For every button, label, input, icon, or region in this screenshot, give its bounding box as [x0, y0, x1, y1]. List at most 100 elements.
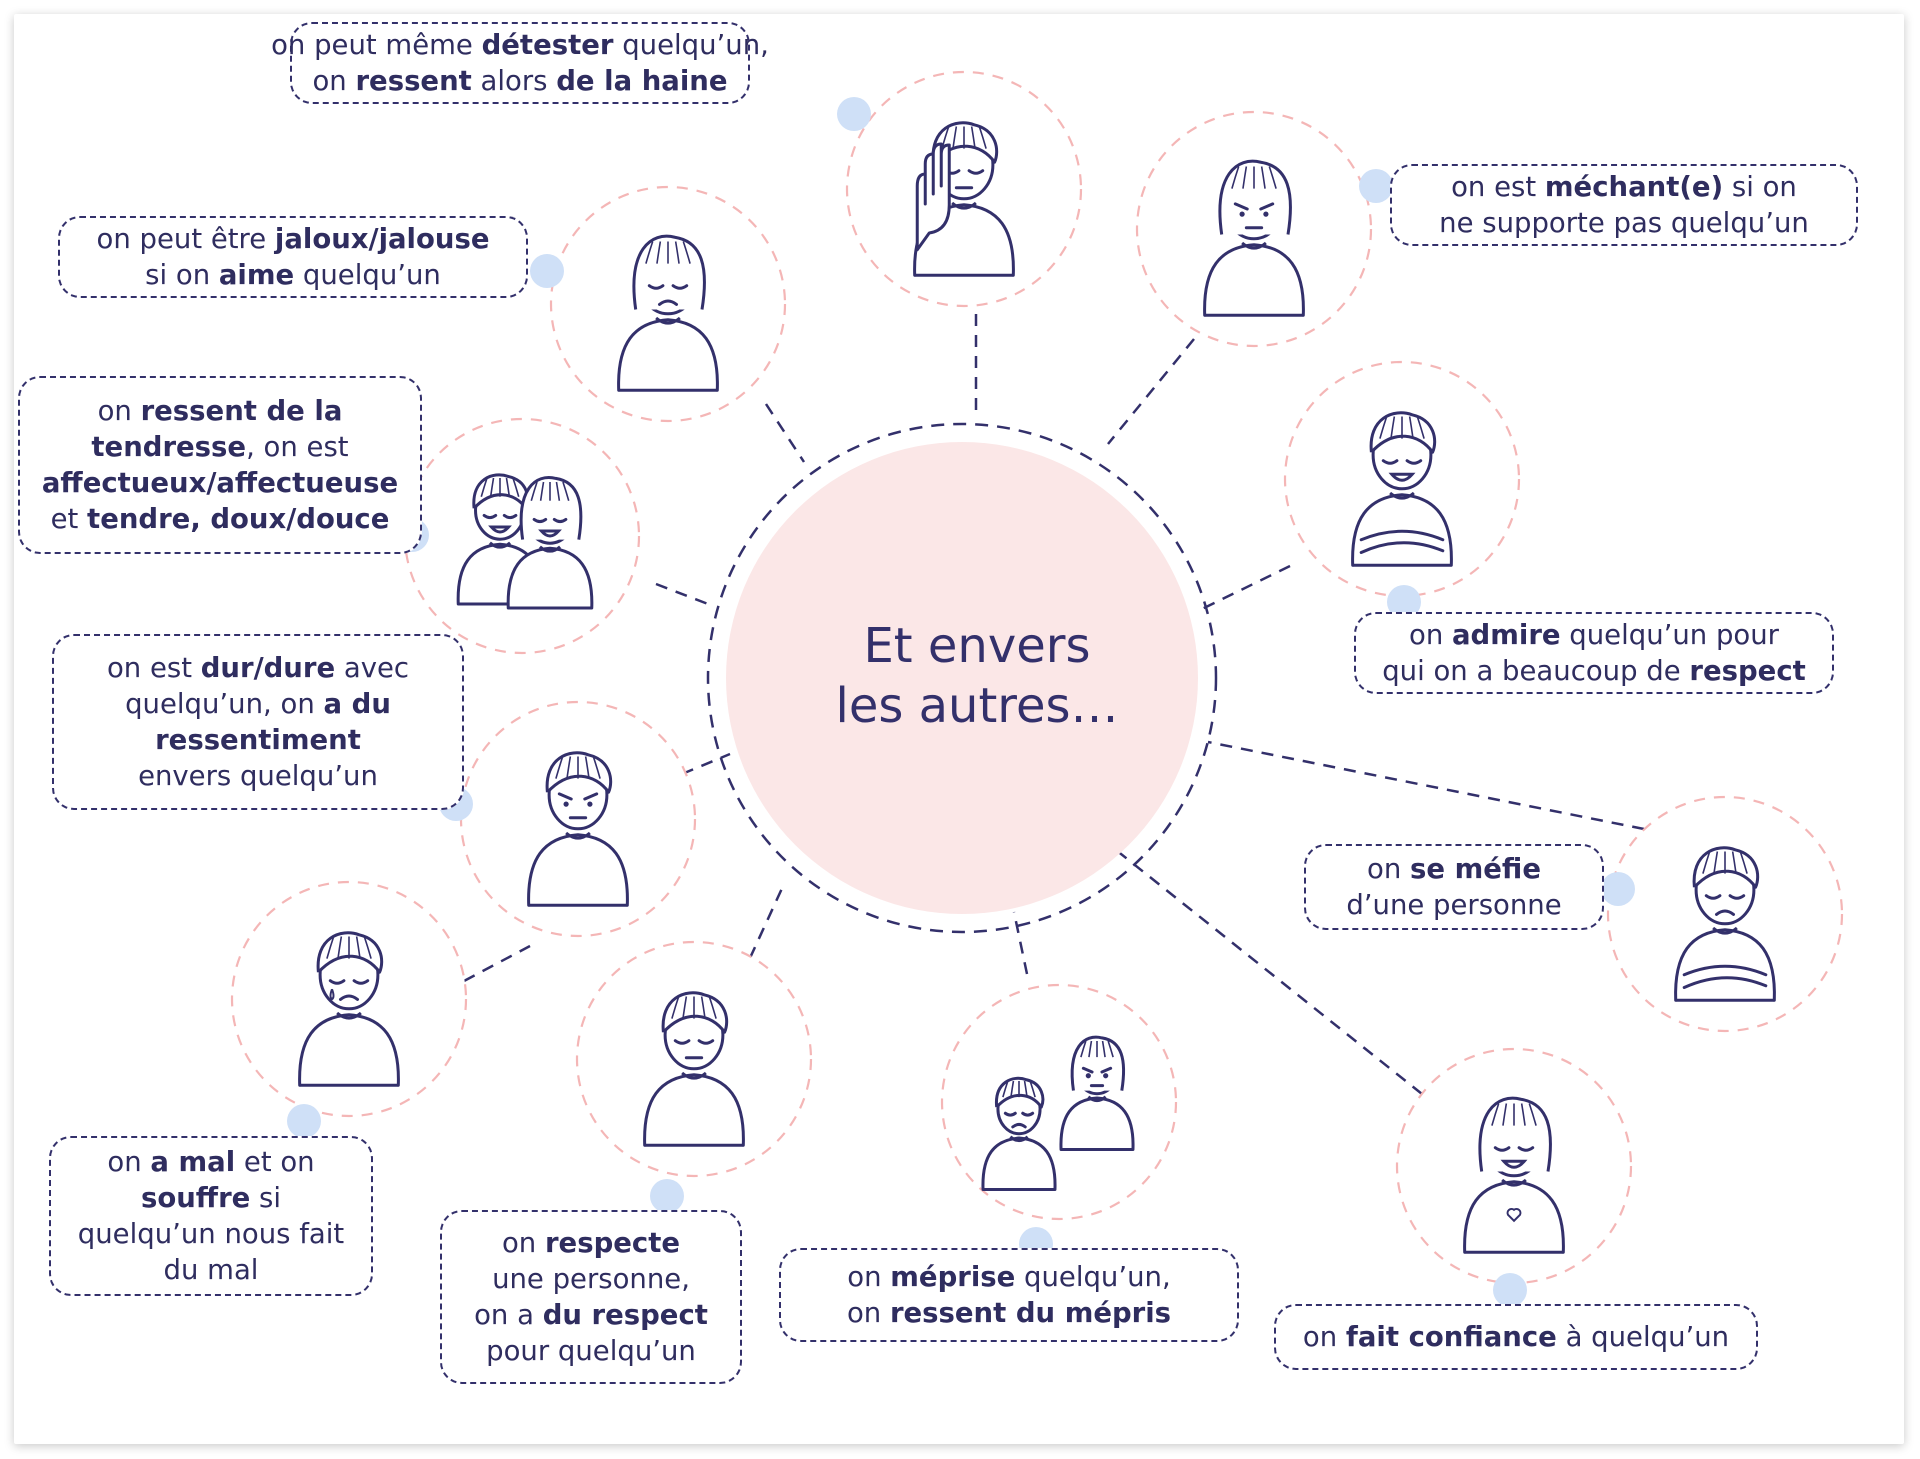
- bold-text: de la haine: [556, 65, 728, 97]
- connector-mechant: [1107, 338, 1195, 445]
- person-hair-strand: [1739, 851, 1748, 874]
- person-hair-strand: [1101, 1040, 1106, 1058]
- bold-text: ressent du mépris: [889, 1297, 1172, 1329]
- person-hair-strand: [539, 481, 545, 501]
- bubble-line: qui on a beaucoup de respect: [1382, 653, 1806, 689]
- node-mechant: [1135, 110, 1393, 348]
- bold-text: ressentiment: [155, 724, 361, 756]
- connector-lines: [463, 314, 1645, 1095]
- text: qui on a beaucoup de: [1382, 655, 1690, 687]
- person-collar: [488, 541, 512, 549]
- bubble-line: on ressent du mépris: [847, 1295, 1171, 1331]
- person-eye: [482, 513, 498, 520]
- text: on peut être: [96, 223, 275, 255]
- person-brow: [583, 792, 599, 801]
- person-eye: [1704, 894, 1722, 900]
- person-eye: [1517, 1146, 1535, 1152]
- text: si: [250, 1182, 282, 1214]
- person-arms: [1359, 529, 1445, 554]
- node-mal: [230, 880, 468, 1138]
- person-hair-strand: [363, 936, 372, 959]
- node-tendresse: [395, 417, 641, 655]
- person-hair-strand: [682, 996, 688, 1019]
- bubble-line: on admire quelqu’un pour: [1409, 617, 1779, 653]
- connector-jaloux: [764, 403, 806, 463]
- person-eye: [552, 517, 568, 524]
- person-hair-strand: [555, 756, 564, 779]
- person-body: [1059, 1096, 1135, 1151]
- person-hair-strand: [671, 996, 680, 1019]
- node-respecte: [575, 940, 813, 1213]
- person-collar: [336, 1011, 362, 1020]
- crying-woman-icon: [298, 931, 400, 1087]
- person-eye: [1405, 459, 1423, 465]
- bubble-detester: on peut même détester quelqu’un,on resse…: [271, 22, 769, 104]
- node-confiance: [1395, 1047, 1633, 1307]
- person-body: [643, 1073, 745, 1147]
- bold-text: a mal: [150, 1146, 236, 1178]
- bubble-line: pour quelqu’un: [486, 1333, 696, 1369]
- person-hair-strand: [355, 936, 361, 959]
- person-eye: [1085, 1073, 1091, 1079]
- bubble-line: ne supporte pas quelqu’un: [1439, 205, 1809, 241]
- text: une personne,: [492, 1263, 690, 1295]
- person-hair-strand: [645, 241, 654, 264]
- text: quelqu’un: [294, 259, 441, 291]
- text: on: [97, 395, 141, 427]
- person-body: [1203, 243, 1305, 317]
- person-mouth: [1388, 472, 1416, 482]
- text: d’une personne: [1346, 889, 1562, 921]
- bold-text: jaloux/jalouse: [274, 223, 490, 255]
- node-mefie: [1601, 795, 1844, 1033]
- person-hair-strand: [1390, 416, 1396, 439]
- bold-text: respect: [1689, 655, 1806, 687]
- person-eye: [1728, 894, 1746, 900]
- bubble-line: si on aime quelqu’un: [145, 257, 441, 293]
- bubble-line: on ressent alors de la haine: [312, 63, 727, 99]
- person-hair-strand: [952, 126, 958, 149]
- person-eye: [352, 979, 370, 985]
- person-hair-strand: [555, 481, 561, 501]
- bubble-line: envers quelqu’un: [138, 758, 378, 794]
- bubble-line: on méprise quelqu’un,: [847, 1259, 1170, 1295]
- text: on peut même: [271, 29, 482, 61]
- text: on: [1302, 1321, 1346, 1353]
- text: quelqu’un, on: [125, 688, 324, 720]
- connector-dot-respecte: [650, 1179, 684, 1213]
- bold-text: ressent: [355, 65, 472, 97]
- bold-text: aime: [218, 259, 295, 291]
- connector-dot-mal: [287, 1104, 321, 1138]
- person-hair-strand: [682, 241, 691, 264]
- person-eye: [502, 513, 518, 520]
- arms-crossed-man-icon: [1674, 846, 1776, 1002]
- person-hair-strand: [700, 996, 706, 1019]
- text: quelqu’un pour: [1560, 619, 1779, 651]
- person-hair-strand: [1023, 1080, 1028, 1098]
- person-eye: [671, 284, 689, 290]
- person-hair-strand: [1029, 1080, 1036, 1098]
- text: on est: [1451, 171, 1545, 203]
- bold-text: affectueux/affectueuse: [41, 467, 399, 499]
- bubble-meprise: on méprise quelqu’un,on ressent du mépri…: [779, 1248, 1239, 1342]
- bold-text: méchant(e): [1544, 171, 1724, 203]
- connector-respecte: [748, 883, 786, 959]
- person-hair: [1218, 159, 1292, 235]
- person-collar: [1087, 1095, 1107, 1103]
- person-hair-strand: [592, 756, 601, 779]
- text: quelqu’un,: [613, 29, 769, 61]
- person-heart: [1506, 1207, 1522, 1223]
- person-eye: [647, 284, 665, 290]
- bubble-line: affectueux/affectueuse: [42, 465, 398, 501]
- text: du mal: [163, 1254, 259, 1286]
- bold-text: détester: [481, 29, 614, 61]
- connector-dot-mefie: [1601, 872, 1635, 906]
- person-hair-strand: [1528, 1103, 1537, 1126]
- person-brow: [1100, 1066, 1113, 1074]
- bubble-line: tendresse, on est: [91, 429, 348, 465]
- connector-confiance: [1105, 841, 1423, 1095]
- bubble-line: quelqu’un, on a du: [125, 686, 391, 722]
- person-hair-strand: [1231, 166, 1240, 189]
- person-hair-strand: [530, 481, 538, 501]
- person-eye: [587, 801, 593, 807]
- bold-text: a du: [323, 688, 391, 720]
